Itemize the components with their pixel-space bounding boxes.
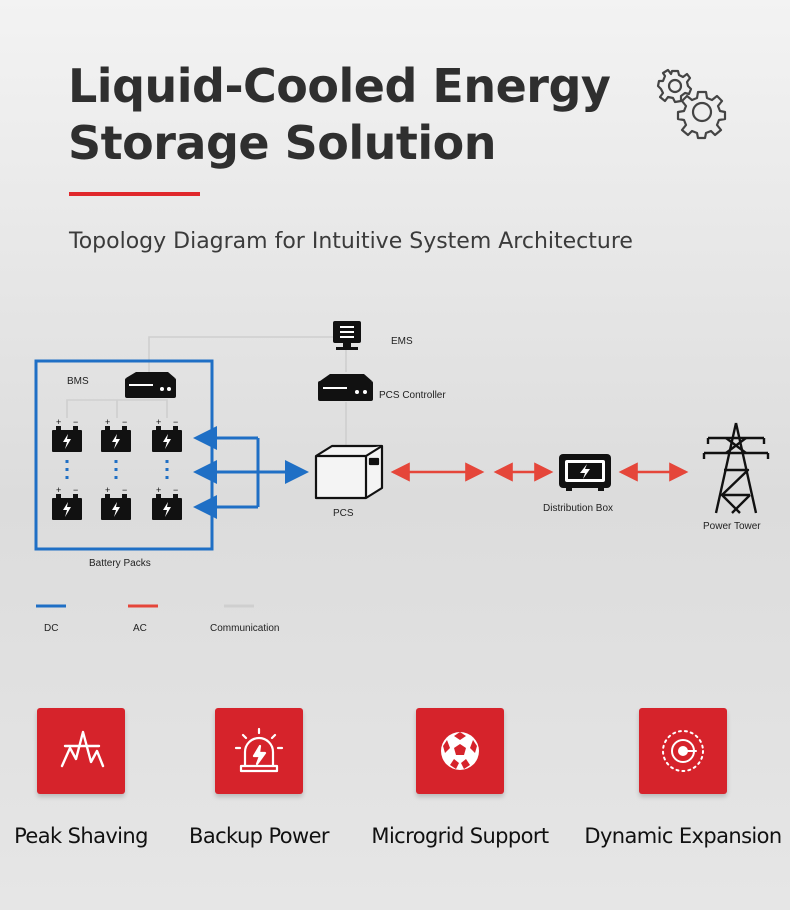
pcs-label: PCS <box>333 508 354 519</box>
legend-dc-label: DC <box>44 623 58 634</box>
dc-lines <box>193 426 309 519</box>
title-line-2: Storage Solution <box>68 116 496 170</box>
distribution-box-icon <box>559 454 611 491</box>
legend-ac-label: AC <box>133 623 147 634</box>
battery-cell-icons <box>52 417 182 520</box>
feature-peak-shaving: Peak Shaving <box>0 708 166 848</box>
feature-label: Dynamic Expansion <box>584 824 782 848</box>
feature-label: Peak Shaving <box>14 824 148 848</box>
bms-label: BMS <box>67 376 89 387</box>
feature-label: Microgrid Support <box>371 824 549 848</box>
feature-label: Backup Power <box>189 824 330 848</box>
feature-microgrid-support: Microgrid Support <box>360 708 560 848</box>
pcs-controller-icon <box>318 374 373 401</box>
topology-diagram: + − BMS <box>34 321 770 634</box>
alarm-lightning-icon <box>215 708 303 794</box>
title-accent-rule <box>69 192 200 196</box>
gears-icon <box>656 68 727 140</box>
ems-icon <box>333 321 361 350</box>
legend-communication-label: Communication <box>210 623 279 634</box>
distribution-box-label: Distribution Box <box>543 503 613 514</box>
ems-label: EMS <box>391 336 413 347</box>
legend: DC AC Communication <box>36 604 279 634</box>
power-tower-label: Power Tower <box>703 521 761 532</box>
page-title: Liquid-Cooled Energy Storage Solution <box>68 58 628 172</box>
pcs-icon <box>314 444 384 500</box>
peak-shaving-icon <box>37 708 125 794</box>
power-tower-icon <box>702 422 770 514</box>
pcs-controller-label: PCS Controller <box>379 390 446 401</box>
expansion-target-icon <box>639 708 727 794</box>
microgrid-ball-icon <box>416 708 504 794</box>
feature-backup-power: Backup Power <box>170 708 348 848</box>
battery-packs-label: Battery Packs <box>89 558 151 569</box>
bms-icon <box>125 372 176 398</box>
feature-dynamic-expansion: Dynamic Expansion <box>578 708 788 848</box>
title-line-1: Liquid-Cooled Energy <box>68 59 611 113</box>
battery-packs-frame <box>34 359 214 551</box>
page-subtitle: Topology Diagram for Intuitive System Ar… <box>69 229 633 254</box>
